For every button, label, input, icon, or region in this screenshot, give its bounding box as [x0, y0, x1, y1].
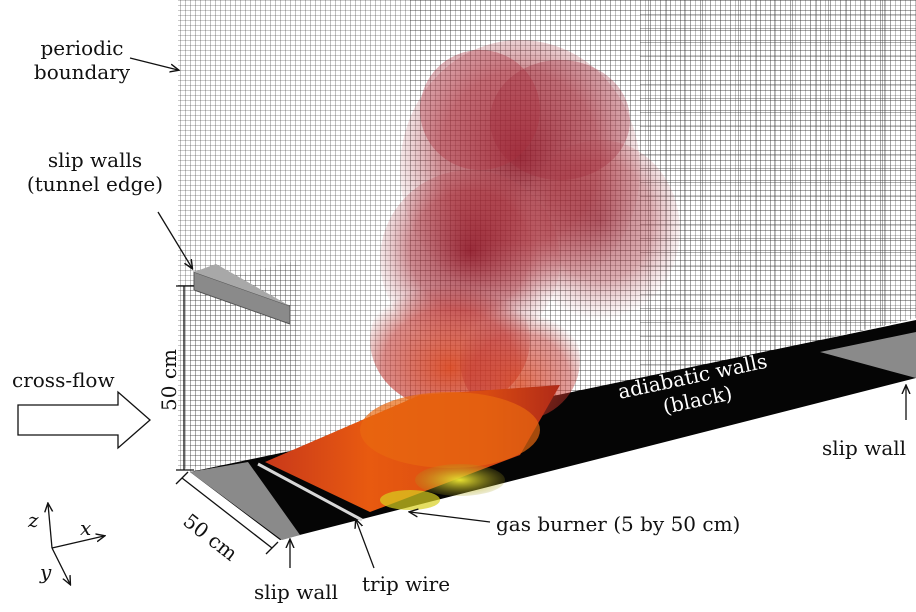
periodic-boundary-line2: boundary — [33, 60, 131, 84]
annotation-arrows — [129, 57, 906, 569]
slip-wall-bottom-label: slip wall — [254, 580, 339, 604]
slip-wall-right-strip — [820, 332, 916, 378]
periodic-boundary-line1: periodic — [40, 36, 124, 60]
z-axis-label: z — [28, 508, 39, 532]
dimension-width — [175, 471, 279, 555]
gas-burner-arrow — [410, 512, 491, 523]
y-axis-arrow — [51, 547, 70, 584]
slip-walls-label: slip walls (tunnel edge) — [20, 148, 170, 196]
slip-walls-line2: (tunnel edge) — [26, 172, 164, 196]
tunnel-edge-plate — [193, 264, 291, 325]
slip-walls-arrow — [157, 211, 192, 268]
z-axis-arrow — [48, 504, 52, 549]
height-dimension-label: 50 cm — [156, 349, 181, 411]
trip-wire-arrow — [356, 520, 375, 569]
trip-wire-label: trip wire — [362, 572, 451, 596]
periodic-boundary-label: periodic boundary — [28, 36, 136, 84]
cross-flow-arrow — [17, 390, 151, 450]
x-axis-arrow — [51, 536, 104, 549]
cross-flow-label: cross-flow — [12, 368, 115, 392]
slip-walls-line1: slip walls — [47, 148, 143, 172]
dimension-height — [176, 285, 194, 471]
gas-burner-label: gas burner (5 by 50 cm) — [496, 512, 741, 536]
slip-wall-right-label: slip wall — [822, 436, 907, 460]
trip-wire-line — [257, 462, 363, 522]
periodic-boundary-arrow — [129, 57, 178, 70]
x-axis-label: x — [80, 516, 92, 540]
fire-plume — [370, 40, 680, 420]
slip-wall-front-strip — [190, 462, 300, 540]
burner-flame — [265, 385, 560, 512]
y-axis-label: y — [40, 560, 52, 584]
coordinate-axes — [48, 504, 104, 584]
